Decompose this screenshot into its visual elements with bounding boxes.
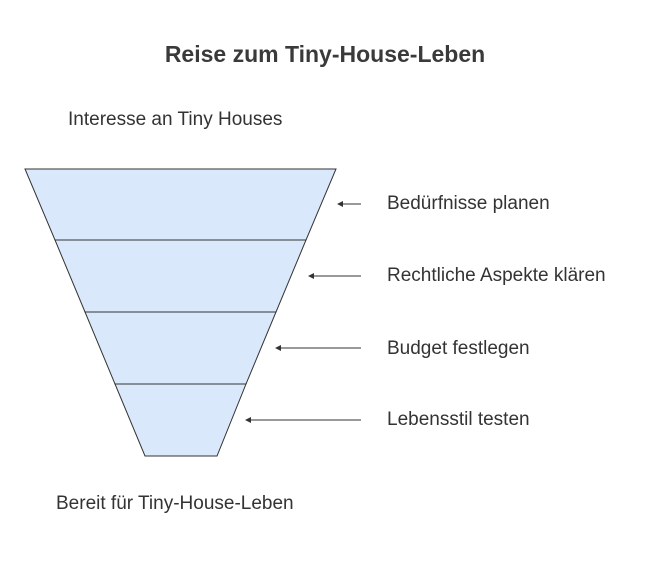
funnel-stage-4: [114, 383, 247, 457]
funnel-top-label: Interesse an Tiny Houses: [68, 109, 283, 130]
stage-label-2: Rechtliche Aspekte klären: [387, 265, 606, 286]
diagram-title: Reise zum Tiny-House-Leben: [164, 41, 486, 67]
stage-label-1: Bedürfnisse planen: [387, 193, 550, 214]
funnel-stage-3: [84, 311, 277, 385]
arrow-stage-2: [308, 273, 361, 279]
stage-label-4: Lebensstil testen: [387, 409, 530, 430]
arrow-stage-1: [337, 201, 361, 207]
arrow-stage-4: [245, 417, 361, 423]
funnel-stage-1: [24, 168, 337, 241]
arrow-stage-3: [275, 345, 361, 351]
funnel-stage-2: [54, 239, 307, 313]
funnel-bottom-label: Bereit für Tiny-House-Leben: [56, 493, 294, 514]
stage-label-3: Budget festlegen: [387, 338, 530, 359]
